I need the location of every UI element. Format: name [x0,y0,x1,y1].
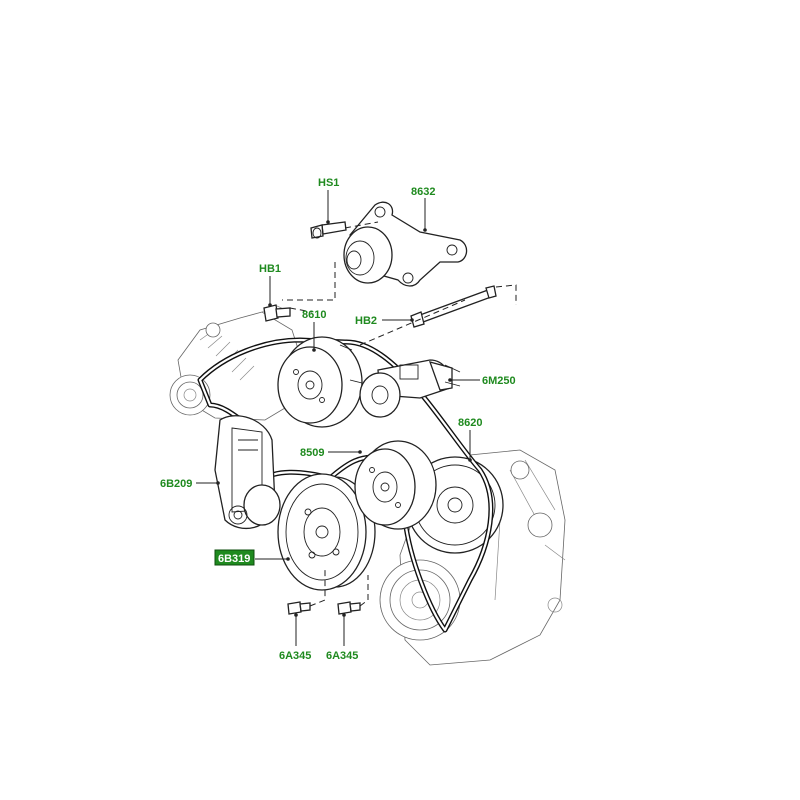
callout-6m250[interactable]: 6M250 [482,375,516,387]
bracket-8632 [343,201,468,287]
callout-8620[interactable]: 8620 [458,417,482,429]
callout-6a345-right[interactable]: 6A345 [326,650,358,662]
crank-pulley-6B319 [277,473,376,591]
bolt-HB2 [410,285,497,328]
callout-8509[interactable]: 8509 [300,447,324,459]
callout-hs1[interactable]: HS1 [318,177,339,189]
bolt-6A345-left [287,601,311,615]
callout-6b319-highlight[interactable]: 6B319 [214,549,255,566]
drive-belt [197,337,494,633]
tensioner-6B209 [214,415,281,529]
callout-hb1[interactable]: HB1 [259,263,281,275]
tensioner-pulley-6M250 [359,359,461,418]
callout-6a345-left[interactable]: 6A345 [279,650,311,662]
leader-lines [196,190,480,646]
callout-6b319: 6B319 [218,553,250,565]
callout-6b209[interactable]: 6B209 [160,478,192,490]
callout-8610[interactable]: 8610 [302,309,326,321]
pulley-8509 [354,440,437,530]
bolt-HS1 [310,221,347,239]
bolt-HB1 [263,304,291,322]
alternator-outline [169,304,301,421]
idler-pulley-8610 [277,336,363,428]
callout-hb2[interactable]: HB2 [355,315,377,327]
bolt-6A345-right [337,601,361,615]
assembly-lines [282,221,517,607]
callout-8632[interactable]: 8632 [411,186,435,198]
